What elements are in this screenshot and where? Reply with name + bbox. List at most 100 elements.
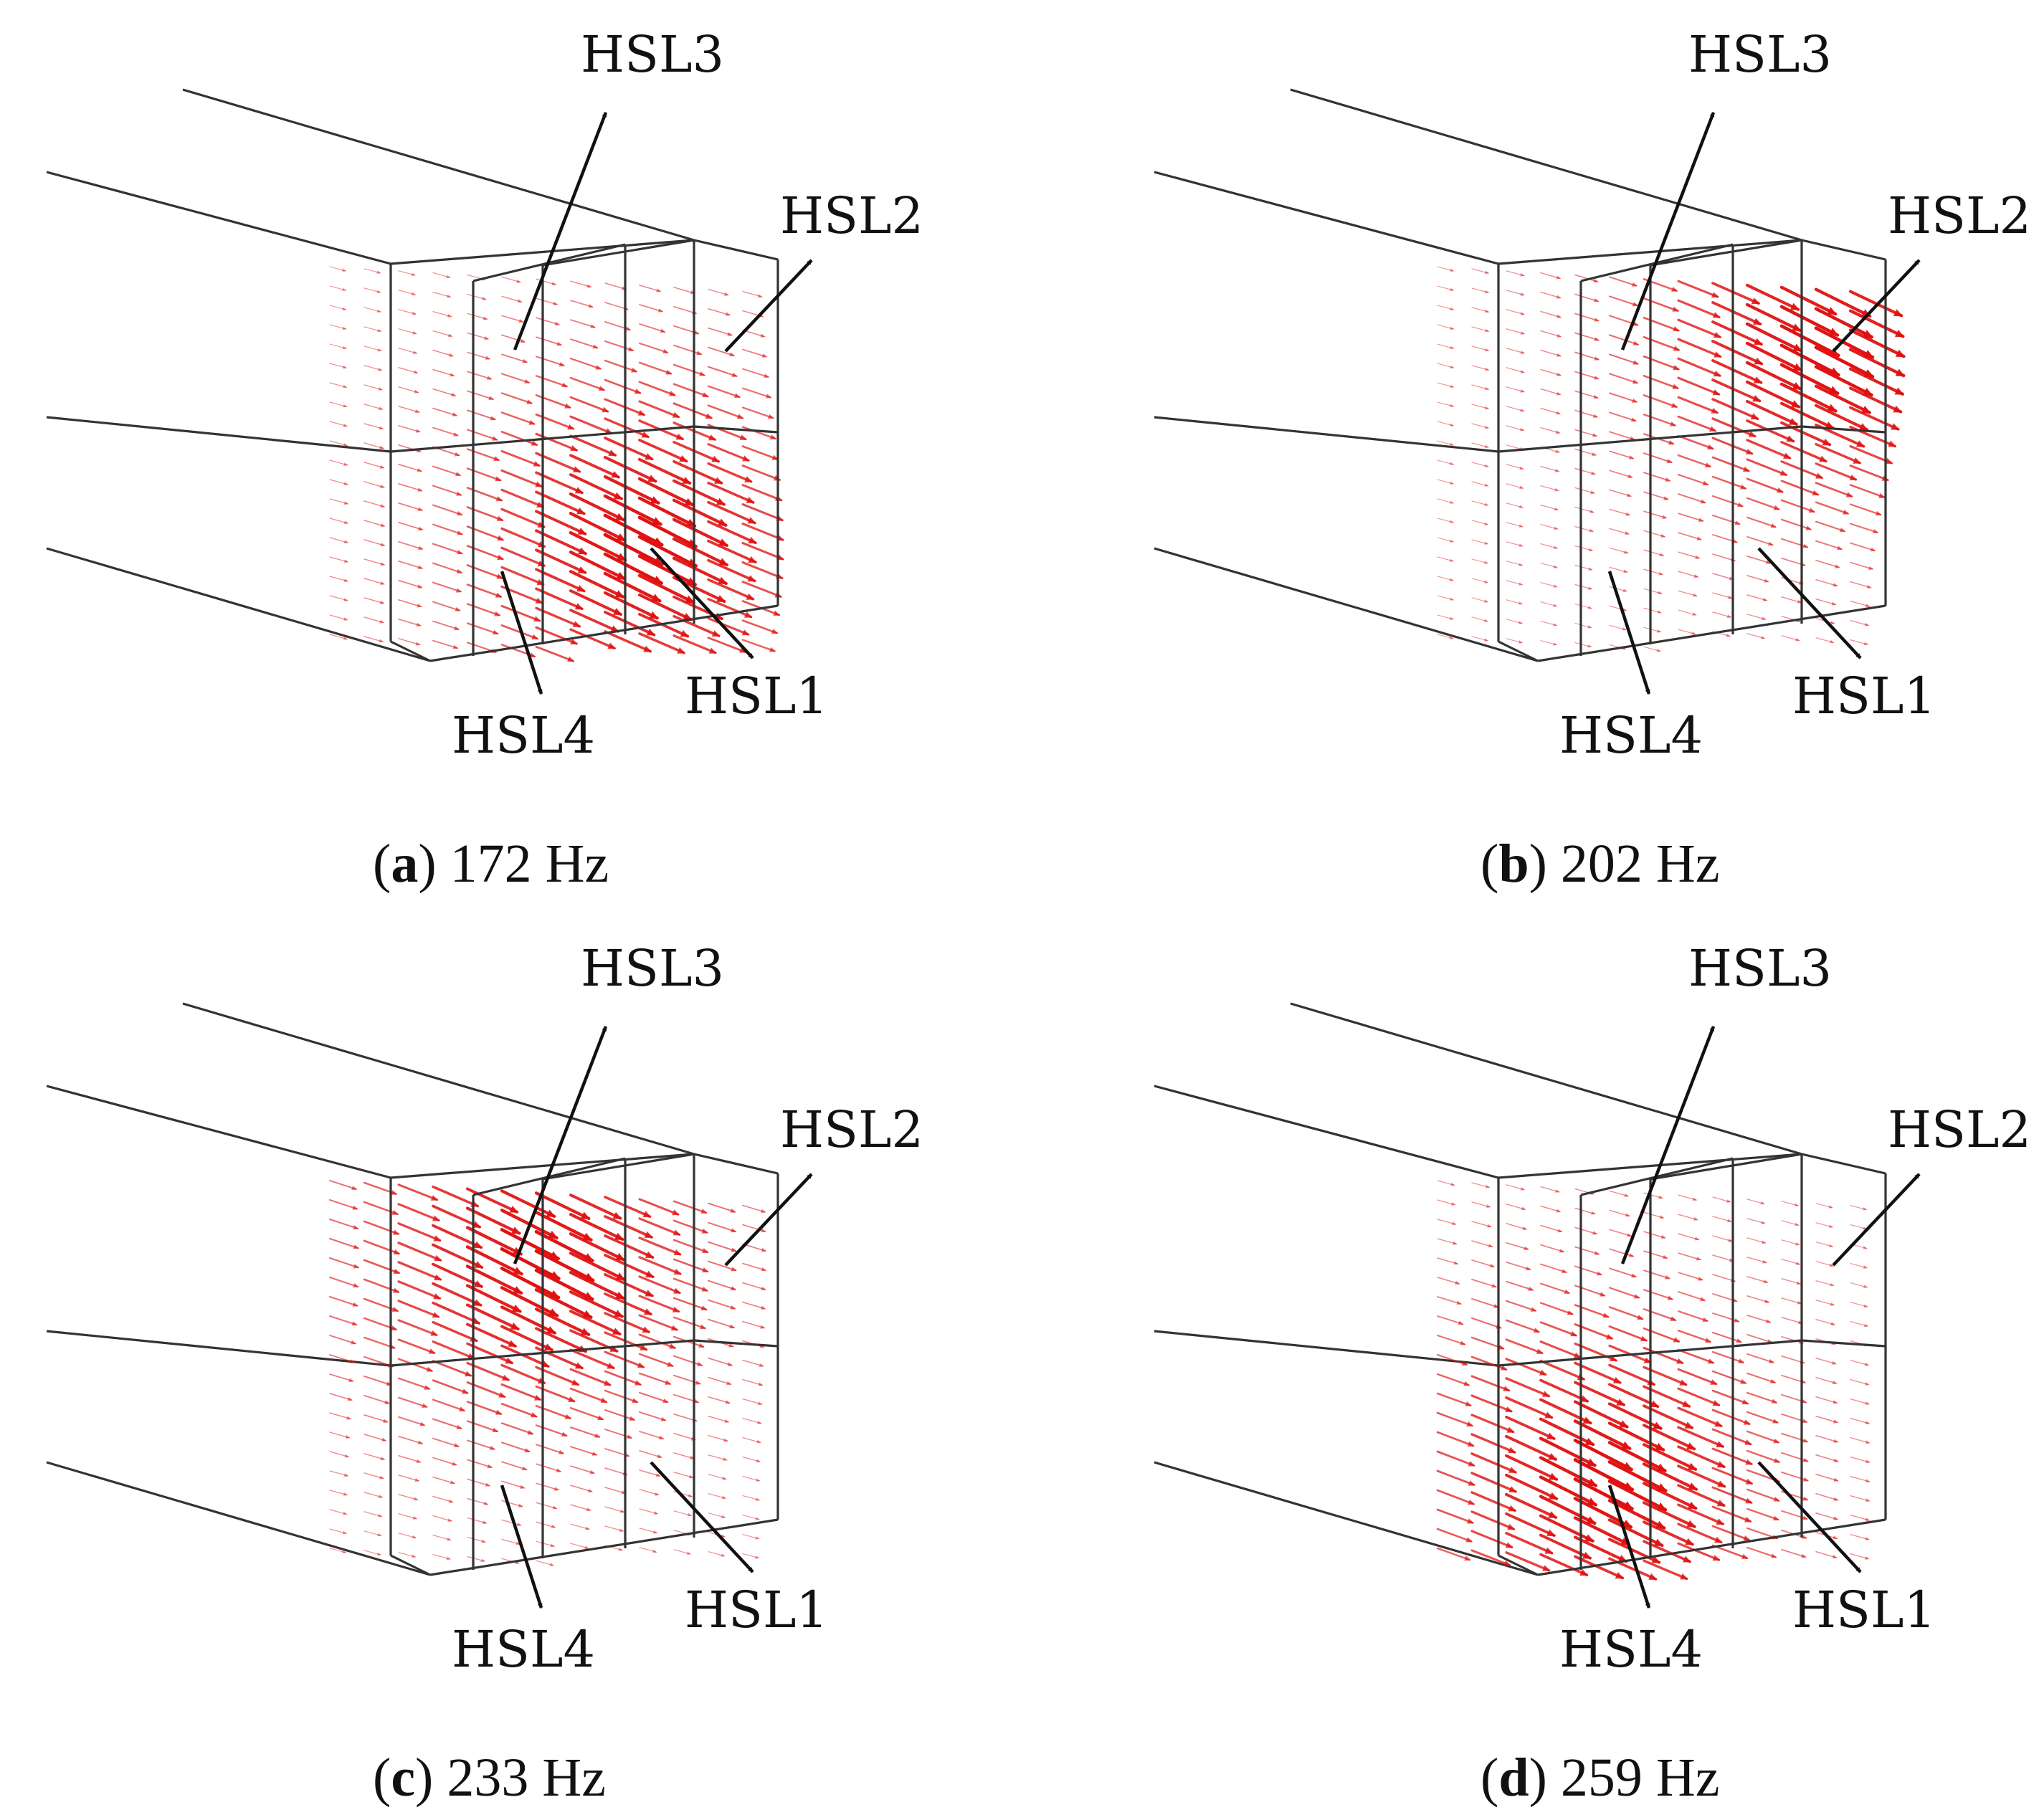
vector-arrowhead	[1761, 1221, 1766, 1224]
vector-arrowhead	[1833, 1516, 1839, 1520]
vector-arrowhead	[430, 1195, 439, 1201]
vector-arrowhead	[1673, 365, 1681, 371]
vector-arrow	[707, 578, 755, 601]
vector-arrow	[569, 570, 625, 599]
vector-arrow	[1677, 299, 1721, 319]
vector-arrowhead	[1518, 640, 1524, 644]
vector-arrowhead	[1865, 1537, 1871, 1540]
vector-arrowhead	[351, 1340, 357, 1345]
vector-arrow	[1815, 1550, 1837, 1558]
vector-arrowhead	[1626, 493, 1632, 497]
vector-arrowhead	[1802, 543, 1809, 548]
vector-arrowhead	[1587, 1478, 1597, 1487]
vector-arrowhead	[414, 409, 420, 414]
vector-arrowhead	[1714, 351, 1722, 358]
vector-arrow	[1609, 528, 1629, 535]
vector-arrowhead	[744, 611, 753, 618]
vector-arrow	[1711, 378, 1762, 403]
vector-arrowhead	[1687, 1462, 1697, 1470]
vector-arrowhead	[434, 1254, 442, 1262]
vector-arrow	[1609, 566, 1627, 573]
vector-arrow	[329, 1393, 353, 1401]
vector-arrowhead	[551, 282, 557, 285]
caption-c: (c) 233 Hz	[373, 1748, 606, 1808]
vector-arrowhead	[480, 1558, 486, 1562]
vector-arrow	[1643, 316, 1680, 332]
vector-arrow	[1574, 409, 1598, 418]
label-hsl2: HSL2	[780, 186, 923, 245]
vector-arrow	[708, 1474, 726, 1480]
vector-arrow	[570, 1485, 593, 1492]
vector-arrowhead	[747, 517, 756, 524]
vector-arrowhead	[1589, 528, 1594, 533]
vector-arrow	[1746, 1199, 1764, 1204]
vector-arrow	[500, 1247, 561, 1280]
vector-arrow	[501, 1538, 521, 1545]
vector-arrow	[1470, 1414, 1515, 1434]
vector-arrowhead	[1893, 309, 1903, 317]
vector-arrowhead	[1792, 323, 1802, 331]
vector-arrow	[708, 1202, 736, 1213]
vector-arrow	[535, 645, 575, 662]
vector-arrow	[1506, 348, 1525, 354]
vector-arrowhead	[531, 634, 539, 640]
vector-arrowhead	[412, 292, 417, 296]
vector-arrowhead	[591, 1452, 598, 1456]
vector-arrowhead	[1640, 1335, 1648, 1342]
vector-arrow	[1745, 341, 1803, 372]
vector-arrowhead	[1450, 481, 1455, 485]
vector-arrowhead	[1700, 499, 1707, 504]
vector-arrowhead	[533, 461, 541, 467]
vector-arrow	[329, 1548, 346, 1553]
vector-arrow	[1471, 462, 1488, 467]
vector-arrowhead	[1461, 1361, 1468, 1366]
vector-arrow	[1505, 1492, 1558, 1519]
vector-arrowhead	[568, 1396, 576, 1402]
vector-arrow	[1643, 1404, 1694, 1429]
vector-arrowhead	[1795, 1222, 1800, 1226]
vector-arrow	[1506, 561, 1523, 566]
vector-arrow	[1574, 293, 1599, 302]
vector-arrowhead	[1865, 1556, 1870, 1560]
vector-arrowhead	[1863, 1207, 1868, 1211]
vector-arrow	[1781, 1548, 1806, 1558]
vector-arrowhead	[1828, 1224, 1834, 1228]
vector-arrowhead	[1520, 1187, 1526, 1191]
vector-arrow	[1711, 1409, 1751, 1426]
vector-arrow	[672, 634, 717, 654]
vector-arrowhead	[1533, 1328, 1541, 1333]
vector-arrowhead	[1485, 386, 1490, 391]
vector-arrowhead	[714, 477, 723, 484]
vector-arrowhead	[343, 1492, 348, 1496]
vector-arrowhead	[432, 1215, 440, 1221]
vector-arrow	[569, 530, 627, 562]
vector-arrow	[500, 373, 530, 383]
vector-arrow	[1471, 1240, 1493, 1247]
vector-arrowhead	[1865, 1421, 1871, 1424]
vector-arrow	[432, 291, 451, 297]
vector-arrowhead	[413, 351, 418, 354]
vector-arrowhead	[481, 1539, 487, 1543]
vector-arrowhead	[760, 1305, 766, 1310]
vector-arrow	[604, 282, 627, 290]
vector-arrow	[1437, 305, 1454, 310]
vector-arrowhead	[1779, 470, 1788, 476]
vector-arrow	[638, 1217, 681, 1236]
vector-arrowhead	[1450, 346, 1455, 349]
vector-arrow	[1850, 619, 1869, 626]
vector-arrowhead	[447, 314, 452, 318]
vector-arrowhead	[1651, 1555, 1661, 1563]
vector-arrowhead	[730, 1305, 736, 1310]
vector-arrow	[1437, 614, 1453, 620]
vector-arrowhead	[457, 550, 463, 555]
vector-arrow	[1506, 367, 1525, 373]
vector-arrow	[1643, 1250, 1668, 1259]
vector-arrowhead	[1632, 379, 1639, 384]
box-frame	[389, 239, 779, 662]
vector-arrow	[536, 1560, 553, 1566]
vector-arrow	[1850, 542, 1876, 552]
vector-arrow	[1540, 485, 1559, 491]
vector-arrow	[1643, 1520, 1694, 1546]
vector-arrowhead	[1737, 502, 1744, 508]
vector-arrow	[363, 1530, 381, 1536]
